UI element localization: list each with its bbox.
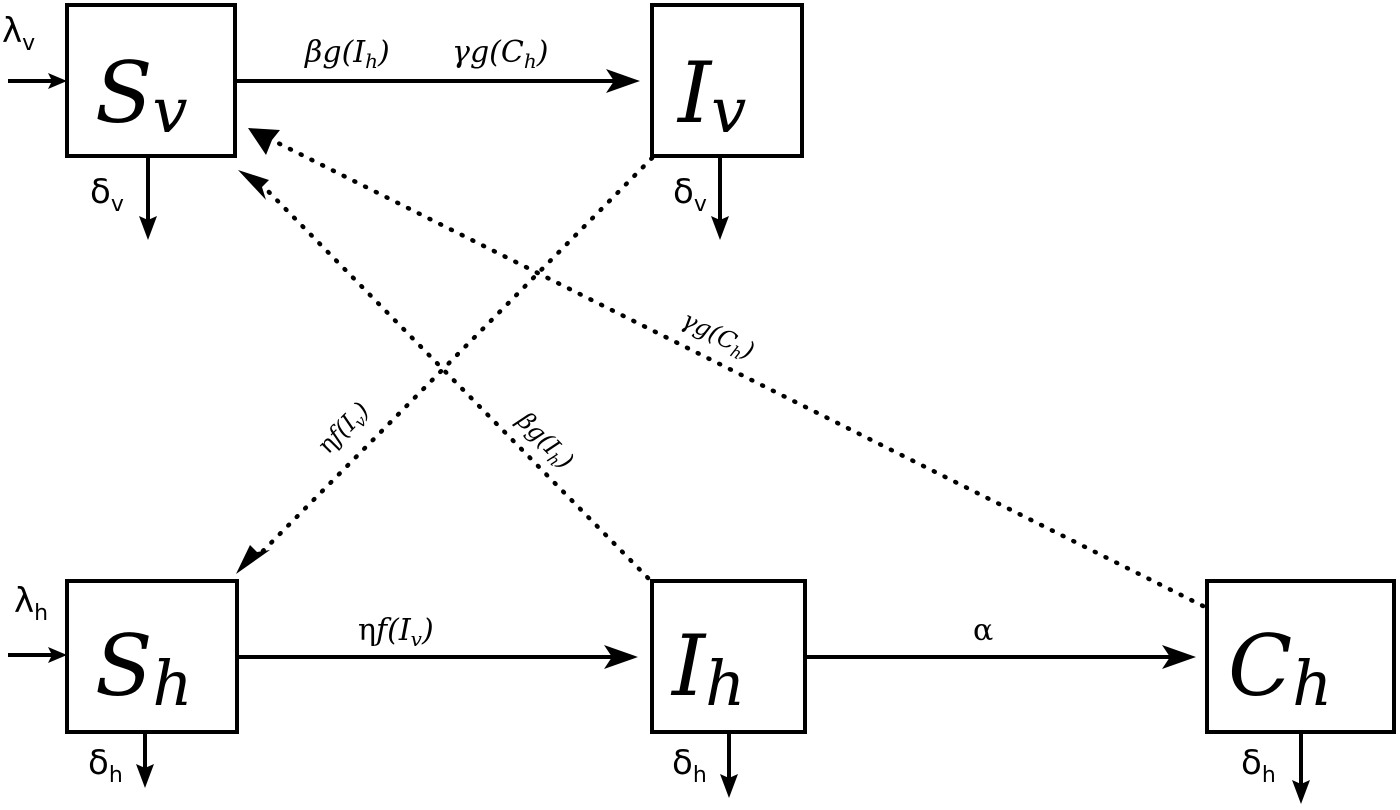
node-iv-label: Iv (676, 44, 746, 147)
inflow-arrow-sv (8, 73, 67, 89)
dotted-label-gamma-g-ch: γg(Ch) (676, 305, 759, 367)
node-sv-label: Sv (95, 44, 188, 147)
node-iv[interactable]: Iv (650, 3, 804, 158)
node-ih[interactable]: Ih (650, 579, 807, 734)
death-arrow-ih (720, 733, 738, 798)
inflow-arrow-sh (8, 647, 67, 663)
dotted-edge-ih-to-sv (238, 170, 651, 581)
node-sh[interactable]: Sh (65, 579, 239, 734)
death-arrow-sv (139, 157, 157, 240)
death-label-ih: δh (672, 743, 707, 788)
node-sv[interactable]: Sv (65, 3, 237, 158)
edge-sv-to-iv (236, 69, 640, 93)
edge-ih-to-ch (806, 645, 1196, 669)
inflow-label-sh: λh (14, 581, 48, 626)
inflow-label-sv: λv (2, 11, 35, 56)
node-ih-label: Ih (670, 617, 745, 720)
edge-sh-to-ih (238, 645, 638, 669)
death-label-iv: δv (673, 172, 707, 217)
death-label-sh: δh (88, 743, 123, 788)
rate-label-gamma-g-ch: γg(Ch) (452, 35, 548, 73)
death-label-sv: δv (90, 172, 124, 217)
node-ch[interactable]: Ch (1205, 579, 1396, 734)
dotted-label-beta-g-ih: βg(Ih) (509, 406, 579, 477)
rate-label-beta-g-ih: βg(Ih) (304, 35, 390, 73)
rate-label-eta-f-iv: ηf(Iv) (358, 613, 434, 651)
rate-label-alpha: α (973, 613, 993, 648)
dotted-edge-iv-to-sh (236, 155, 655, 574)
node-sh-label: Sh (95, 617, 192, 720)
death-arrow-sh (136, 733, 154, 788)
node-ch-label: Ch (1228, 617, 1332, 720)
death-arrow-iv (711, 157, 729, 240)
dotted-edge-ch-to-sv (248, 128, 1206, 609)
death-arrow-ch (1292, 733, 1310, 804)
dotted-label-eta-f-iv: ηf(Iv) (312, 396, 377, 461)
death-label-ch: δh (1241, 743, 1276, 788)
